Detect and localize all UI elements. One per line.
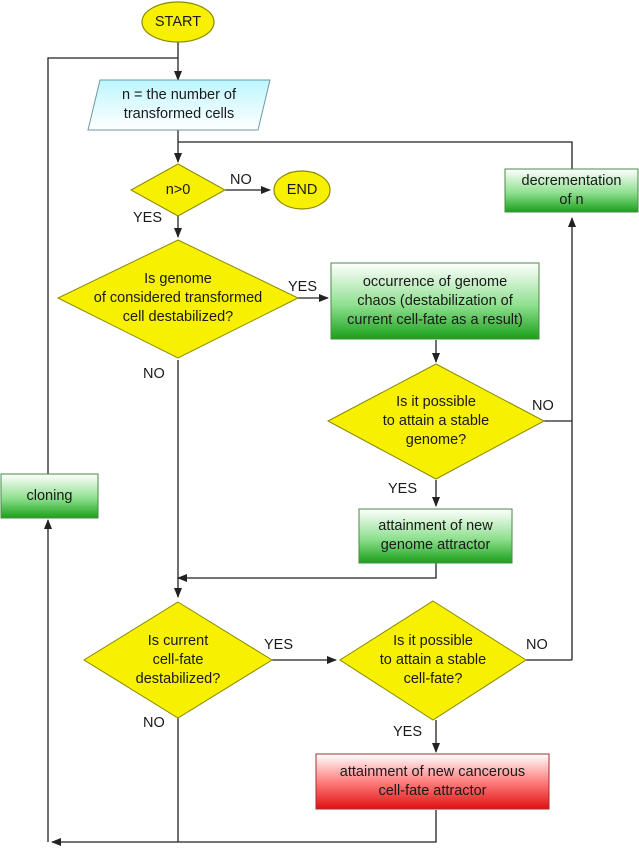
edge-genome-attractor-merge — [177, 563, 437, 582]
genome-attractor-label: attainment of new genome attractor — [378, 518, 493, 553]
start-terminal — [141, 1, 215, 43]
edge-label-stable-cellfate-no: NO — [526, 637, 548, 653]
cellfate-diamond — [83, 601, 273, 719]
decrement-box — [504, 168, 639, 213]
edge-cloning-loop — [47, 57, 178, 490]
cancer-attractor-label: attainment of new cancerous cell-fate at… — [339, 763, 526, 799]
stable-genome-question-label: Is it possible to attain a stable genome… — [382, 393, 490, 448]
edge-label-genome-no: NO — [143, 366, 165, 382]
chaos-box — [330, 262, 540, 340]
stable-cellfate-question-label: Is it possible to attain a stable cell-f… — [379, 632, 487, 687]
genome-diamond — [56, 239, 300, 359]
cloning-label: cloning — [26, 487, 73, 504]
cancer-attractor-box — [315, 753, 550, 810]
edge-bottom-return — [51, 810, 437, 846]
input-parallelogram — [87, 79, 271, 131]
edge-label-cellfate-no: NO — [143, 715, 165, 731]
edge-label-stable-cellfate-yes: YES — [393, 724, 423, 740]
end-label: END — [286, 181, 318, 198]
edge-label-stable-genome-yes: YES — [388, 481, 418, 497]
end-terminal — [273, 170, 331, 210]
input-label: n = the number of transformed cells — [121, 87, 237, 122]
edge-label-cellfate-yes: YES — [264, 637, 294, 653]
edge-label-n-yes: YES — [133, 210, 163, 226]
edge-label-genome-yes: YES — [288, 279, 318, 295]
stable-genome-diamond — [326, 363, 546, 480]
check-n-label: n>0 — [165, 181, 191, 198]
edge-decrement-loop — [178, 141, 573, 169]
cloning-box — [0, 473, 99, 519]
connectors — [44, 42, 576, 846]
cellfate-question-label: Is current cell-fate destabilized? — [135, 632, 221, 687]
edge-label-n-no: NO — [230, 172, 252, 188]
check-n-diamond — [129, 163, 227, 217]
stable-cellfate-diamond — [339, 600, 527, 721]
genome-attractor-box — [358, 508, 513, 564]
edge-label-stable-genome-no: NO — [532, 398, 554, 414]
genome-question-label: Is genome of considered transformed cell… — [93, 270, 263, 325]
start-label: START — [154, 13, 202, 30]
decrement-label: decrementation of n — [521, 172, 622, 208]
chaos-label: occurrence of genome chaos (destabilizat… — [347, 273, 523, 328]
